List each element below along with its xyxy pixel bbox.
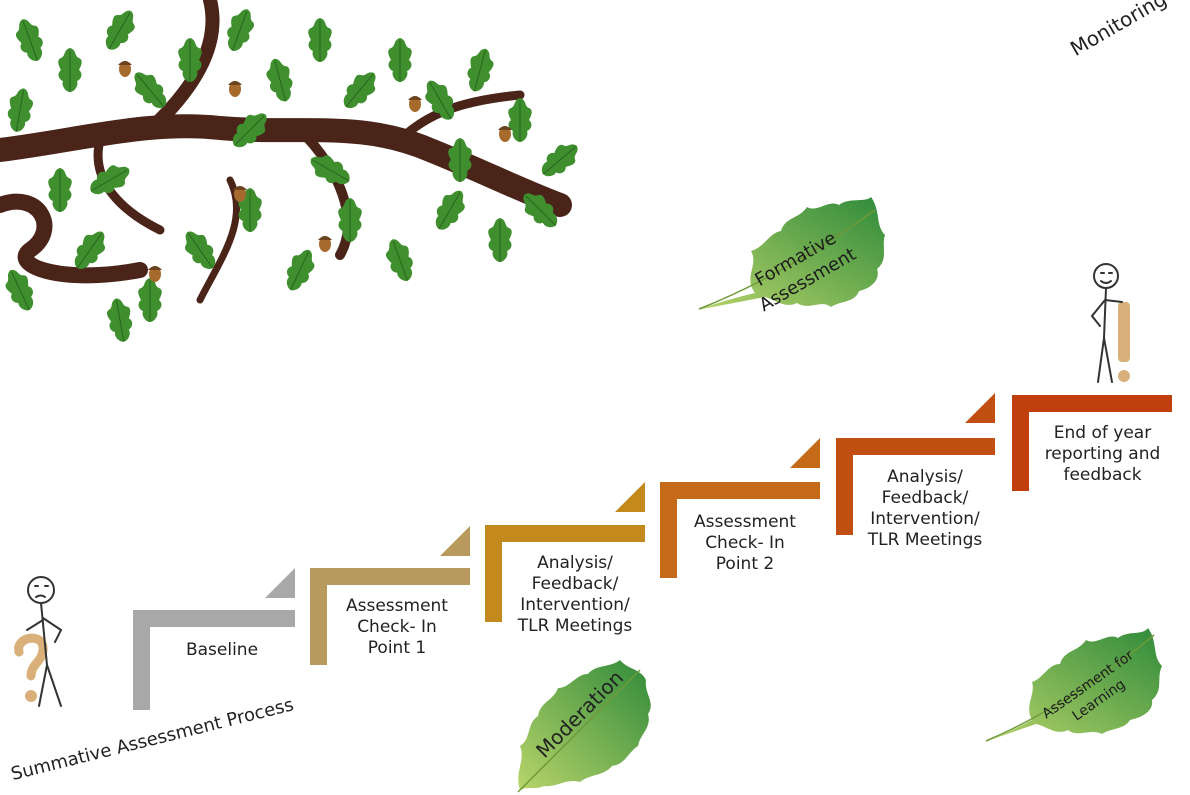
step-label-analysis-1: Analysis/ Feedback/ Intervention/ TLR Me… xyxy=(495,553,655,637)
step-check-in-1 xyxy=(310,526,470,665)
step-3-line-2: Check- In xyxy=(705,533,785,553)
step-analysis-2 xyxy=(836,393,995,535)
step-2-line-2: Feedback/ xyxy=(531,574,619,594)
step-5-line-1: End of year xyxy=(1053,423,1152,443)
step-3-line-3: Point 2 xyxy=(715,554,775,574)
step-check-in-2 xyxy=(660,438,820,578)
question-figure-icon xyxy=(14,576,63,707)
step-2-line-4: TLR Meetings xyxy=(517,616,633,636)
step-label-baseline: Baseline xyxy=(152,640,292,661)
step-3-line-1: Assessment xyxy=(694,512,796,532)
step-1-line-1: Assessment xyxy=(346,596,448,616)
oak-leaf-icon xyxy=(984,628,1162,742)
step-label-analysis-2: Analysis/ Feedback/ Intervention/ TLR Me… xyxy=(845,467,1005,551)
oak-leaf-icon xyxy=(517,660,651,793)
step-baseline xyxy=(133,568,295,710)
oak-leaf-icon xyxy=(697,197,885,310)
step-label-check-in-1: Assessment Check- In Point 1 xyxy=(327,596,467,659)
step-1-line-3: Point 1 xyxy=(367,638,427,658)
step-5-line-3: feedback xyxy=(1063,465,1142,485)
step-5-line-2: reporting and xyxy=(1044,444,1161,464)
exclamation-figure-icon xyxy=(1090,263,1130,383)
step-4-line-1: Analysis/ xyxy=(887,467,963,487)
step-0-line-1: Baseline xyxy=(185,640,259,660)
step-2-line-1: Analysis/ xyxy=(537,553,613,573)
step-analysis-1 xyxy=(485,482,645,622)
step-label-check-in-2: Assessment Check- In Point 2 xyxy=(675,512,815,575)
step-4-line-4: TLR Meetings xyxy=(867,530,983,550)
step-label-end-of-year: End of year reporting and feedback xyxy=(1030,423,1175,486)
step-end-of-year xyxy=(1012,395,1172,491)
step-4-line-3: Intervention/ xyxy=(870,509,980,529)
step-4-line-2: Feedback/ xyxy=(881,488,969,508)
step-1-line-2: Check- In xyxy=(357,617,437,637)
step-2-line-3: Intervention/ xyxy=(520,595,630,615)
oak-branch-icon xyxy=(0,0,585,345)
